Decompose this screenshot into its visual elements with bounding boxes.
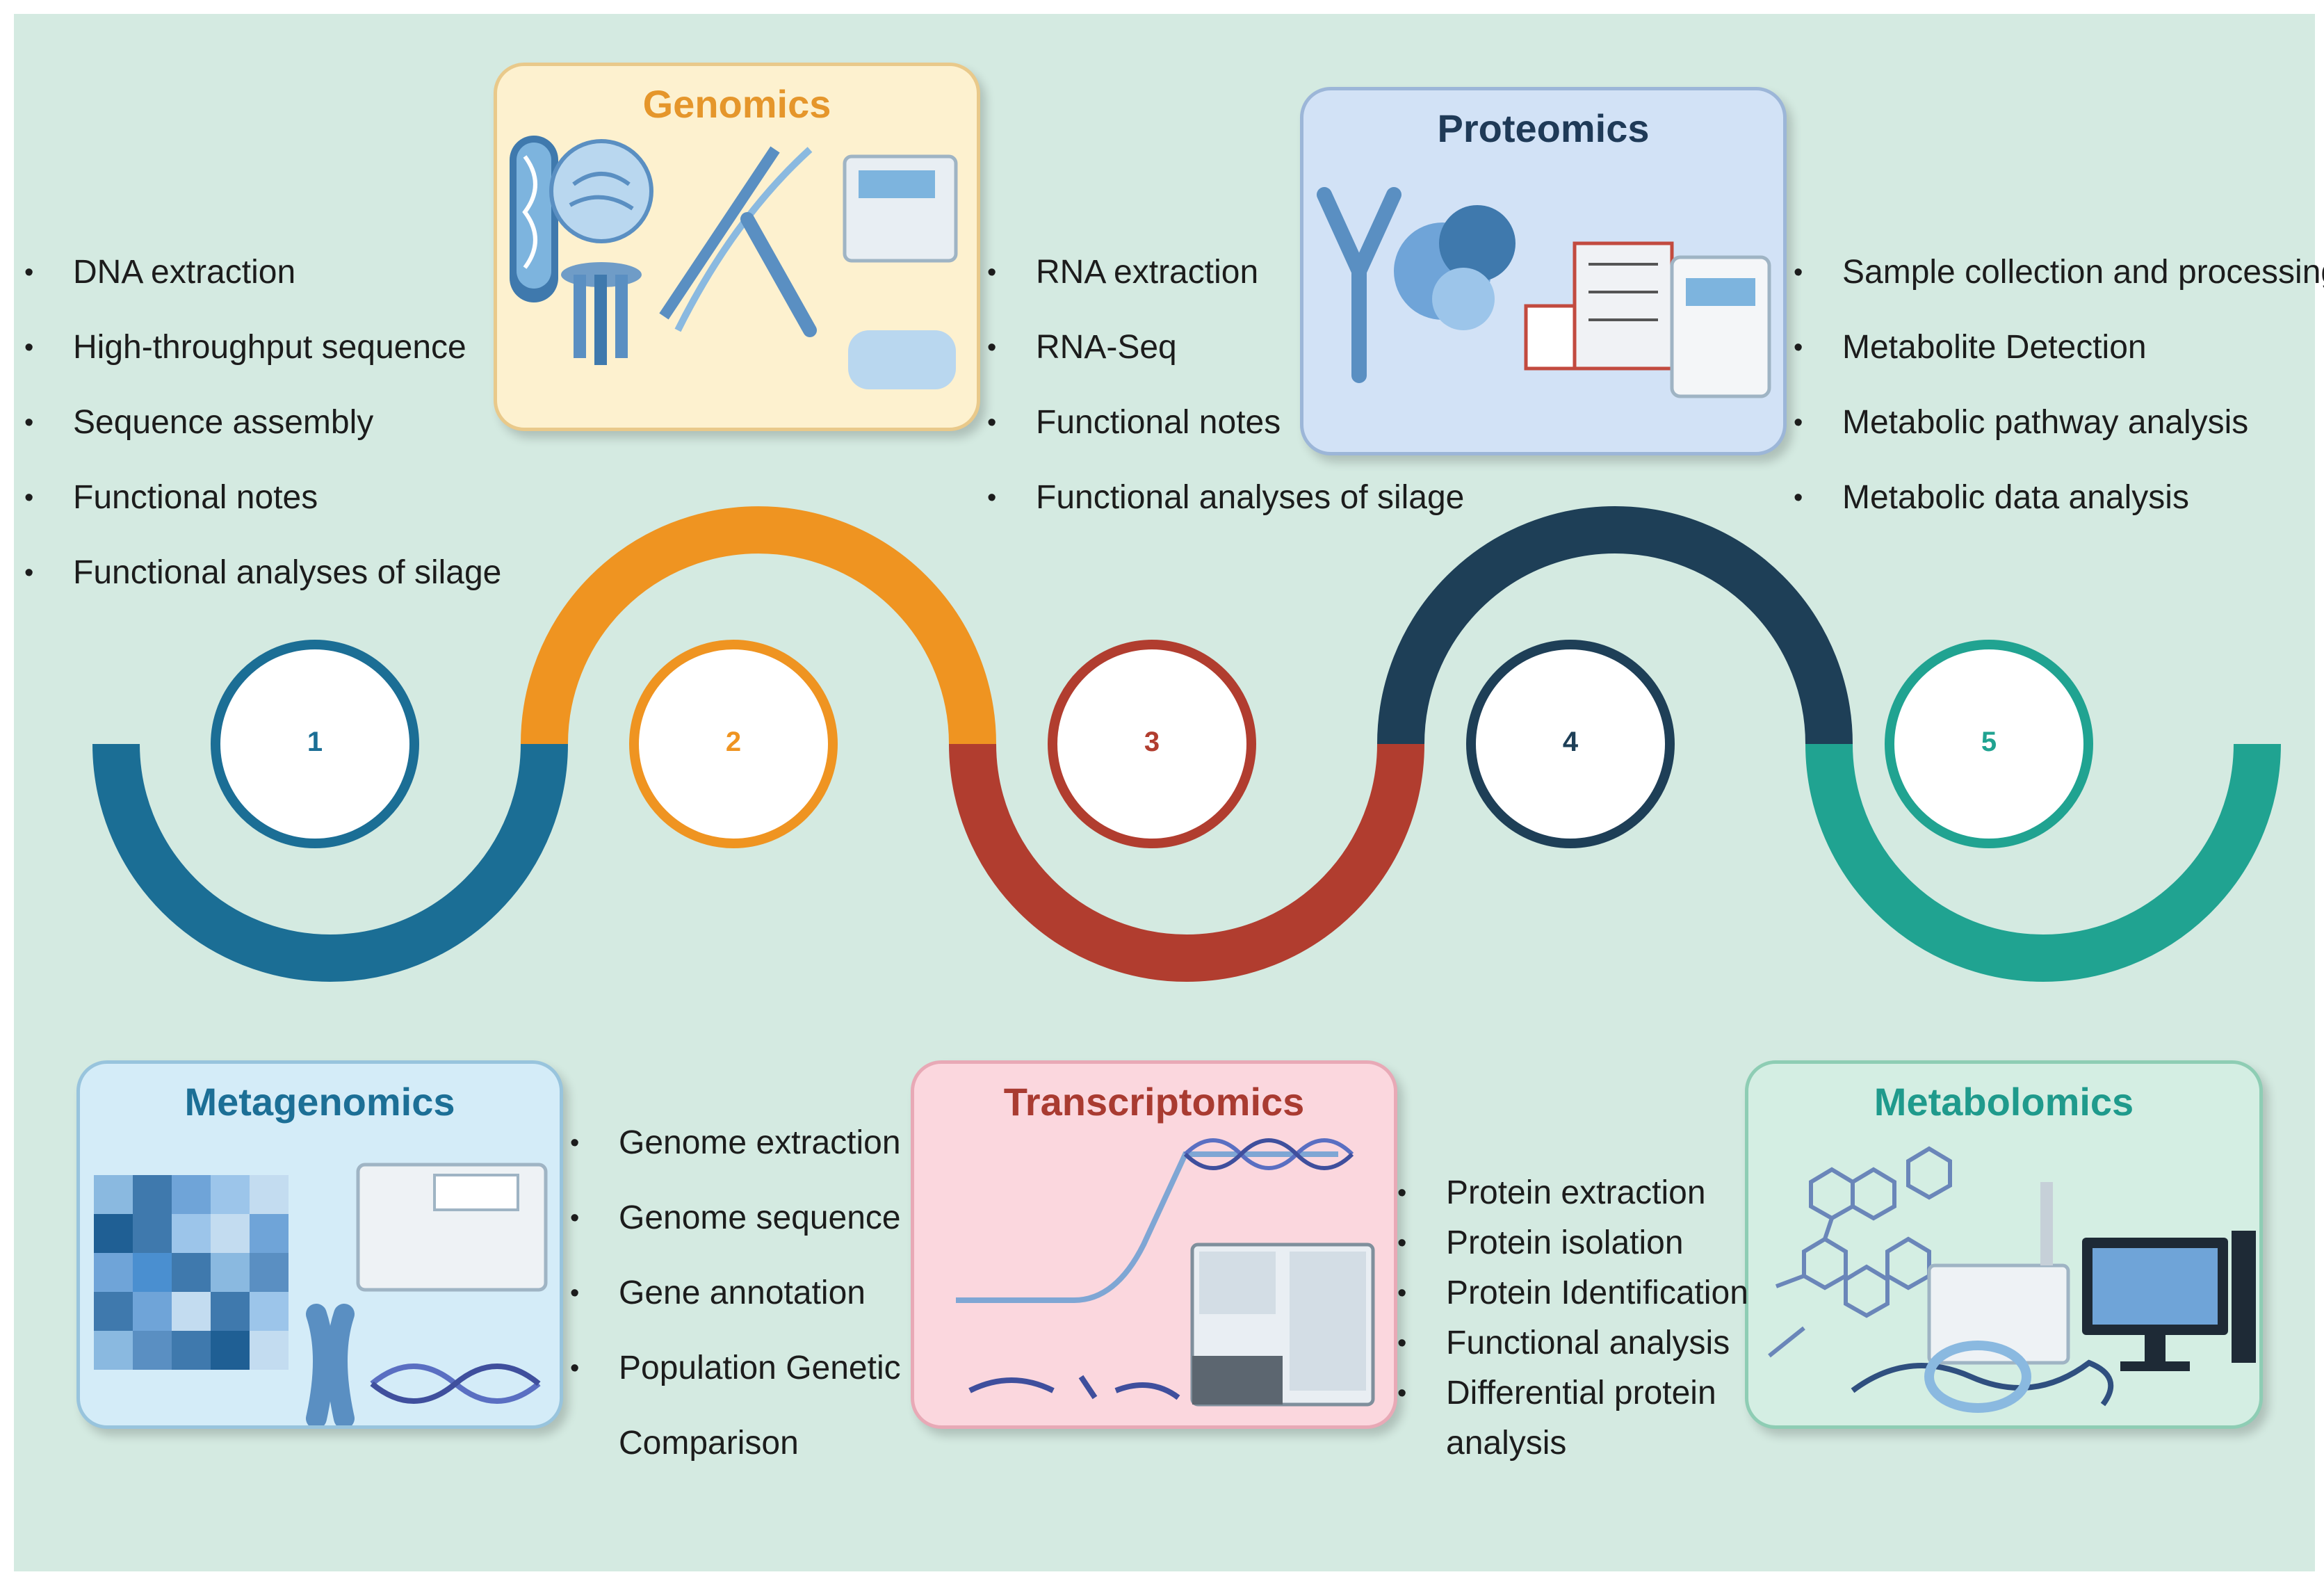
transcriptomics-card: Transcriptomics <box>911 1060 1397 1429</box>
list-item: Metabolic data analysis <box>1794 460 2324 535</box>
list-item: Functional notes <box>987 385 1464 460</box>
transcriptomics-steps-list: RNA extraction RNA-Seq Functional notes … <box>987 235 1464 535</box>
wave-segment-3 <box>949 743 1424 982</box>
list-item: Functional analyses of silage <box>987 460 1464 535</box>
wave-connector <box>92 506 2281 982</box>
list-item: Sequence assembly <box>24 385 501 460</box>
proteomics-title: Proteomics <box>1437 106 1650 150</box>
list-item: High-throughput sequence <box>24 310 501 385</box>
wave-segment-1 <box>92 743 568 982</box>
omics-workflow-diagram: 1 2 3 4 5 Genomics <box>14 14 2324 1571</box>
step-circle-4 <box>1466 640 1675 848</box>
step-number-4: 4 <box>1562 727 1579 757</box>
metagenomics-illustration <box>94 1163 548 1425</box>
list-item: Genome extraction <box>570 1106 901 1181</box>
list-item: analysis <box>1446 1425 1567 1462</box>
list-item: Population Genetic <box>570 1331 901 1406</box>
genomics-card: Genomics <box>494 63 980 431</box>
transcriptomics-title: Transcriptomics <box>1003 1080 1305 1124</box>
metabolomics-card: Metabolomics <box>1745 1060 2263 1429</box>
genomics-steps-list: DNA extraction High-throughput sequence … <box>24 235 501 610</box>
list-item: Genome sequence <box>570 1181 901 1256</box>
step-circle-1 <box>211 640 419 848</box>
list-item: Comparison <box>619 1425 799 1462</box>
list-item: Differential protein <box>1397 1368 1748 1418</box>
list-item: RNA extraction <box>987 235 1464 310</box>
step-circle-2 <box>629 640 838 848</box>
step-number-1: 1 <box>307 727 323 757</box>
step-number-3: 3 <box>1144 727 1160 757</box>
step-circle-5 <box>1885 640 2093 848</box>
genomics-title: Genomics <box>642 82 831 126</box>
list-item: Protein isolation <box>1397 1218 1748 1268</box>
list-item: Metabolic pathway analysis <box>1794 385 2324 460</box>
wave-segment-5 <box>1805 743 2281 982</box>
metabolomics-title: Metabolomics <box>1874 1080 2134 1124</box>
step-number-5: 5 <box>1981 727 1997 757</box>
list-item: Functional analyses of silage <box>24 535 501 610</box>
list-item: Gene annotation <box>570 1256 901 1331</box>
wave-segment-4 <box>1377 506 1853 745</box>
list-item: Metabolite Detection <box>1794 310 2324 385</box>
metagenomics-card: Metagenomics <box>76 1060 563 1429</box>
metabolomics-steps-list: Sample collection and processing Metabol… <box>1794 235 2324 535</box>
step-circle-3 <box>1048 640 1256 848</box>
genomics-illustration <box>510 136 958 389</box>
metagenomics-steps-list: Genome extraction Genome sequence Gene a… <box>570 1106 901 1481</box>
list-item: Functional notes <box>24 460 501 535</box>
list-item: Protein Identification <box>1397 1268 1748 1318</box>
transcriptomics-illustration <box>956 1138 1375 1407</box>
list-item: Functional analysis <box>1397 1318 1748 1368</box>
list-item: Protein extraction <box>1397 1168 1748 1218</box>
list-item: RNA-Seq <box>987 310 1464 385</box>
list-item: DNA extraction <box>24 235 501 310</box>
list-item: Sample collection and processing <box>1794 235 2324 310</box>
metabolomics-illustration <box>1768 1146 2256 1413</box>
metagenomics-title: Metagenomics <box>184 1080 455 1124</box>
step-number-2: 2 <box>725 727 742 757</box>
proteomics-steps-list: Protein extraction Protein isolation Pro… <box>1397 1168 1748 1468</box>
wave-segment-2 <box>521 506 996 745</box>
